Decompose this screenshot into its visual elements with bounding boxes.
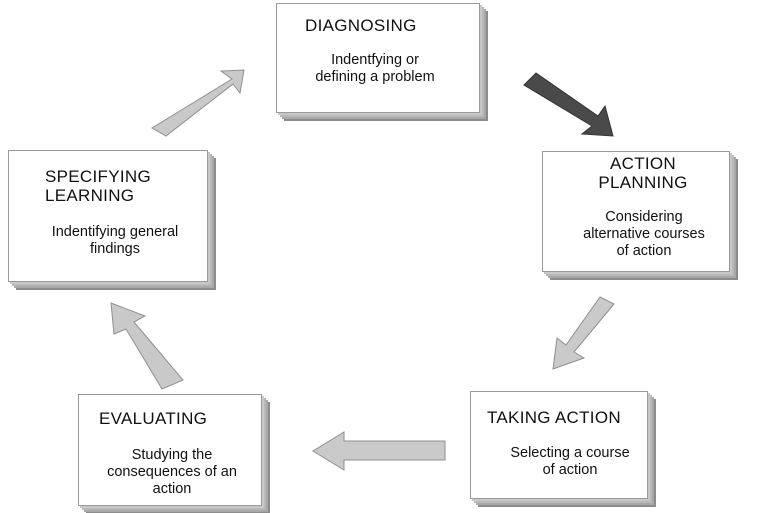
- stage-description: Selecting a course of action: [510, 445, 630, 478]
- stage-title: ACTION PLANNING: [598, 154, 688, 192]
- arrow-diagnosing-to-planning: [523, 72, 614, 137]
- stage-specifying-learning: SPECIFYING LEARNING Indentifying general…: [8, 150, 208, 282]
- arrow-evaluating-to-learning: [110, 302, 184, 390]
- stage-description: Studying the consequences of an action: [107, 447, 237, 497]
- stage-title: SPECIFYING LEARNING: [45, 167, 151, 205]
- stage-description: Indentfying or defining a problem: [315, 52, 435, 85]
- stage-description: Considering alternative courses of actio…: [583, 209, 705, 259]
- stage-title: DIAGNOSING: [305, 16, 417, 35]
- stage-description: Indentifying general findings: [51, 224, 179, 257]
- arrow-planning-to-taking: [552, 296, 615, 370]
- arrow-learning-to-diagnosing: [151, 69, 245, 137]
- arrow-taking-to-evaluating: [312, 431, 446, 471]
- stage-evaluating: EVALUATING Studying the consequences of …: [78, 394, 262, 506]
- stage-action-planning: ACTION PLANNING Considering alternative …: [542, 151, 730, 272]
- stage-taking-action: TAKING ACTION Selecting a course of acti…: [470, 391, 648, 499]
- stage-title: EVALUATING: [99, 409, 208, 428]
- stage-title: TAKING ACTION: [487, 408, 621, 427]
- stage-diagnosing: DIAGNOSING Indentfying or defining a pro…: [276, 3, 480, 113]
